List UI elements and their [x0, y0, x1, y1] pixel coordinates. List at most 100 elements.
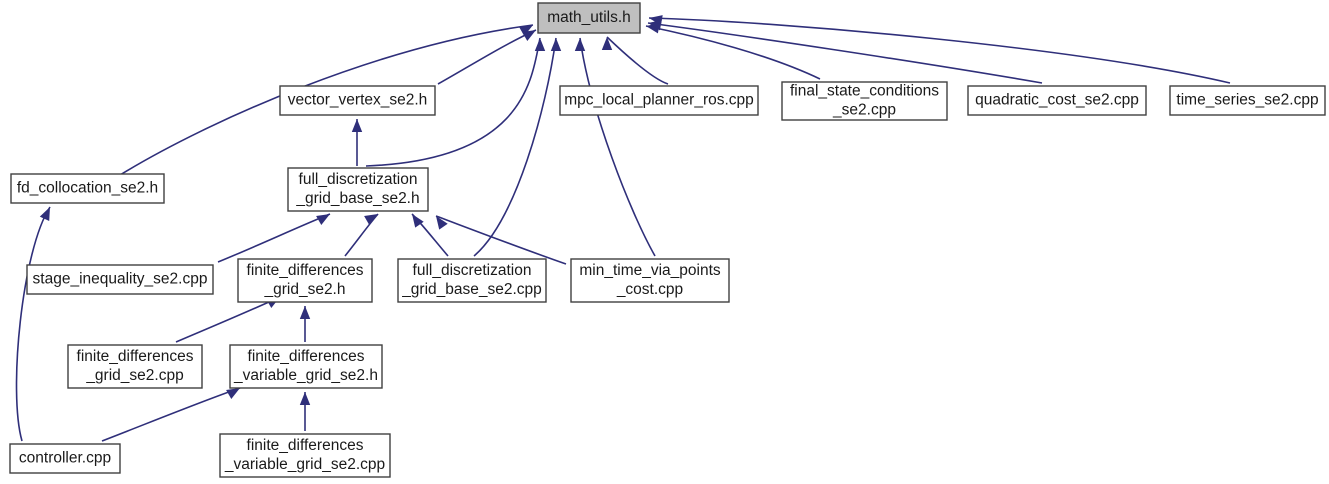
graph-node-stage-inequality-se2-cpp[interactable]: stage_inequality_se2.cpp	[26, 264, 214, 295]
node-label-line: _se2.cpp	[832, 102, 896, 119]
node-label: time_series_se2.cpp	[1176, 92, 1318, 109]
graph-node-full-discretization-grid-base-se2-cpp[interactable]: full_discretization _grid_base_se2.cpp	[397, 258, 547, 303]
node-label-line: min_time_via_points	[579, 262, 721, 279]
edge-arrowhead-icon	[226, 388, 240, 399]
edge-arrowhead-icon	[351, 119, 363, 132]
dependency-edge	[435, 215, 567, 265]
node-label: full_discretization _grid_base_se2.cpp	[401, 262, 542, 298]
graph-node-time-series-se2-cpp[interactable]: time_series_se2.cpp	[1169, 85, 1326, 116]
node-label-line: fd_collocation_se2.h	[17, 180, 158, 197]
graph-node-final-state-conditions-se2-cpp[interactable]: final_state_conditions _se2.cpp	[781, 81, 948, 121]
edge-arrowhead-icon	[436, 216, 448, 230]
node-label: finite_differences _variable_grid_se2.cpp	[224, 437, 385, 473]
node-box[interactable]	[26, 264, 214, 295]
node-box[interactable]	[397, 258, 547, 303]
edge-arrowhead-icon	[649, 15, 663, 26]
dependency-edge	[217, 213, 331, 263]
node-label-line: _cost.cpp	[616, 281, 683, 298]
node-box[interactable]	[570, 258, 730, 303]
edge-arrowhead-icon	[574, 38, 586, 51]
dependency-edge	[299, 306, 311, 342]
edge-arrowhead-icon	[316, 214, 330, 225]
node-box[interactable]	[10, 173, 165, 204]
dependency-edge	[437, 29, 537, 85]
dependency-edge	[411, 213, 449, 257]
dependency-edge	[574, 37, 656, 257]
node-label: controller.cpp	[19, 450, 111, 467]
node-label: finite_differences_grid_se2.h	[247, 262, 364, 298]
graph-node-finite-differences-grid-se2-cpp[interactable]: finite_differences _grid_se2.cpp	[67, 344, 203, 389]
dependency-edge	[601, 36, 669, 85]
node-box[interactable]	[219, 433, 391, 478]
node-label-line: controller.cpp	[19, 450, 111, 467]
node-box[interactable]	[229, 344, 383, 389]
node-label: min_time_via_points _cost.cpp	[579, 262, 721, 298]
edge-arrowhead-icon	[519, 25, 533, 36]
node-box[interactable]	[1169, 85, 1326, 116]
node-label: mpc_local_planner_ros.cpp	[564, 92, 754, 109]
edges-layer	[15, 15, 1231, 442]
node-label-line: quadratic_cost_se2.cpp	[975, 92, 1139, 109]
node-box[interactable]	[559, 85, 759, 116]
node-label: vector_vertex_se2.h	[288, 92, 428, 109]
node-label: final_state_conditions _se2.cpp	[790, 83, 939, 119]
node-label-line: finite_differences	[77, 348, 194, 365]
dependency-edge	[101, 387, 241, 442]
node-label-line: _grid_base_se2.cpp	[401, 281, 542, 298]
node-label-line: _grid_se2.cpp	[85, 367, 183, 384]
node-label-line: finite_differences	[247, 437, 364, 454]
node-box[interactable]	[9, 443, 121, 474]
graph-node-finite-differences-variable-grid-se2-h[interactable]: finite_differences _variable_grid_se2.h	[229, 344, 383, 389]
dependency-edge	[648, 15, 1231, 84]
graph-node-min-time-via-points-cost-cpp[interactable]: min_time_via_points _cost.cpp	[570, 258, 730, 303]
node-label-line: full_discretization	[413, 262, 532, 279]
node-label-line: math_utils.h	[547, 9, 631, 26]
edge-arrowhead-icon	[412, 214, 424, 228]
node-label: finite_differences _grid_se2.cpp	[77, 348, 194, 384]
graph-node-finite-differences-grid-se2-h[interactable]: finite_differences_grid_se2.h	[237, 258, 373, 303]
dependency-edge	[15, 206, 51, 442]
node-label: full_discretization _grid_base_se2.h	[295, 171, 419, 207]
node-box[interactable]	[967, 85, 1147, 116]
node-label: math_utils.h	[547, 9, 631, 26]
nodes-layer: math_utils.h vector_vertex_se2.h mpc_local…	[9, 2, 1326, 478]
dependency-edge	[351, 119, 363, 166]
dependency-edge	[473, 37, 562, 257]
dependency-edge	[645, 23, 821, 80]
node-label: stage_inequality_se2.cpp	[33, 271, 208, 288]
node-label: quadratic_cost_se2.cpp	[975, 92, 1139, 109]
node-box[interactable]	[67, 344, 203, 389]
node-box[interactable]	[237, 258, 373, 303]
graph-node-full-discretization-grid-base-se2-h[interactable]: full_discretization _grid_base_se2.h	[287, 167, 429, 212]
node-box[interactable]	[287, 167, 429, 212]
node-label-line: _grid_base_se2.h	[295, 190, 419, 207]
node-label-line: mpc_local_planner_ros.cpp	[564, 92, 754, 109]
edge-arrowhead-icon	[39, 207, 50, 221]
node-label-line: full_discretization	[299, 171, 418, 188]
node-label-line: _variable_grid_se2.h	[233, 367, 378, 384]
node-label-line: _variable_grid_se2.cpp	[224, 456, 385, 473]
graph-node-finite-differences-variable-grid-se2-cpp[interactable]: finite_differences _variable_grid_se2.cpp	[219, 433, 391, 478]
edge-arrowhead-icon	[299, 392, 311, 405]
node-label-line: _grid_se2.h	[263, 281, 345, 298]
node-label: finite_differences _variable_grid_se2.h	[233, 348, 378, 384]
graph-node-mpc-local-planner-ros-cpp[interactable]: mpc_local_planner_ros.cpp	[559, 85, 759, 116]
node-label-line: time_series_se2.cpp	[1176, 92, 1318, 109]
edge-arrowhead-icon	[550, 38, 562, 51]
node-box[interactable]	[279, 85, 436, 116]
edge-arrowhead-icon	[522, 30, 536, 41]
node-label: fd_collocation_se2.h	[17, 180, 158, 197]
edge-arrowhead-icon	[364, 214, 378, 225]
graph-node-quadratic-cost-se2-cpp[interactable]: quadratic_cost_se2.cpp	[967, 85, 1147, 116]
graph-node-controller-cpp[interactable]: controller.cpp	[9, 443, 121, 474]
node-label-line: stage_inequality_se2.cpp	[33, 271, 208, 288]
graph-node-fd-collocation-se2-h[interactable]: fd_collocation_se2.h	[10, 173, 165, 204]
node-box[interactable]	[781, 81, 948, 121]
node-label-line: finite_differences	[248, 348, 365, 365]
node-box[interactable]	[537, 2, 641, 34]
graph-node-vector-vertex-se2-h[interactable]: vector_vertex_se2.h	[279, 85, 436, 116]
node-label-line: final_state_conditions	[790, 83, 939, 100]
graph-node-math-utils-h[interactable]: math_utils.h	[537, 2, 641, 34]
